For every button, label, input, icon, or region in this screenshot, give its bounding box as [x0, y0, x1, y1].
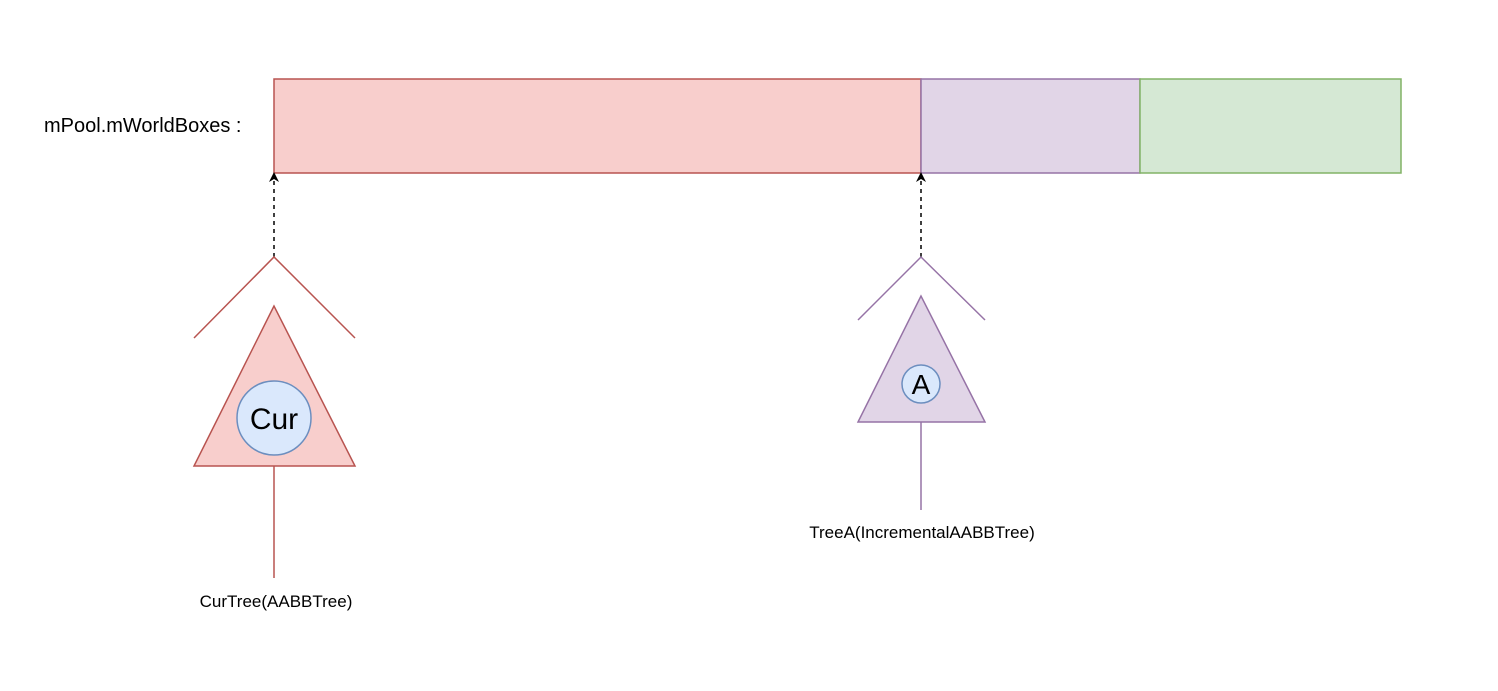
cur-node-label: Cur: [250, 403, 298, 436]
cur-tree-chevron: [193, 255, 356, 339]
tree-a: A TreeA(IncrementalAABBTree): [809, 255, 1035, 542]
array-segment-cur-tree: [273, 78, 922, 174]
tree-a-chevron: [857, 255, 986, 321]
cur-tree: Cur CurTree(AABBTree): [192, 255, 357, 611]
array-segment-tree-a: [920, 78, 1141, 174]
cur-tree-label: CurTree(AABBTree): [200, 592, 353, 611]
a-node-circle: [901, 364, 941, 404]
cur-node-circle: [236, 380, 312, 456]
a-node-label: A: [912, 369, 931, 400]
array-label: mPool.mWorldBoxes :: [44, 115, 241, 137]
array-segment-free: [1139, 78, 1402, 174]
tree-a-label: TreeA(IncrementalAABBTree): [809, 523, 1034, 542]
